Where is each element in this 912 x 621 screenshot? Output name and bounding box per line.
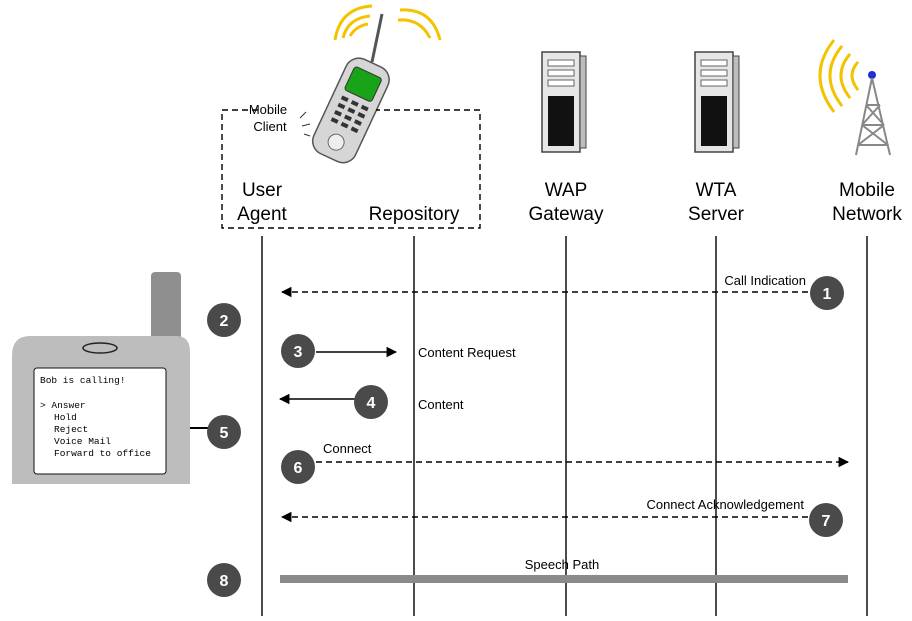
phone-device-icon: Bob is calling! > Answer Hold Reject Voi… [12, 272, 190, 484]
label-content: Content [418, 397, 464, 412]
device-screen [33, 367, 167, 475]
screen-option: Reject [54, 424, 88, 435]
lane-header-mobile-network: Mobile Network [832, 180, 902, 225]
step-badge-6: 6 [281, 450, 315, 484]
lane-header-repository: Repository [369, 204, 460, 225]
step-badge-4: 4 [354, 385, 388, 419]
lane-title-line2: Network [832, 204, 902, 225]
lane-title-line1: WTA [696, 180, 737, 201]
server-tower-icon [541, 51, 587, 153]
step-badge-3: 3 [281, 334, 315, 368]
step-badge-2: 2 [207, 303, 241, 337]
lane-title-line1: User [242, 180, 283, 201]
speech-path-bar [280, 575, 848, 583]
screen-title: Bob is calling! [40, 375, 126, 386]
step-number: 1 [823, 286, 832, 303]
step-number: 4 [367, 395, 376, 412]
screen-option: Voice Mail [54, 436, 111, 447]
lane-title-line2: Agent [237, 204, 287, 225]
lane-title-line2: Server [688, 204, 745, 225]
mobile-client-label-line1: Mobile [249, 102, 287, 117]
step-number: 6 [294, 460, 303, 477]
lane-title-line1: Mobile [839, 180, 895, 201]
screen-option: Forward to office [54, 448, 151, 459]
step-number: 3 [294, 344, 303, 361]
step-badge-5: 5 [207, 415, 241, 449]
lane-header-wta-server: WTA Server [688, 180, 745, 225]
lane-title-line1: WAP [545, 180, 588, 201]
lane-title-line2: Repository [369, 204, 460, 225]
mobile-client-label-line2: Client [253, 119, 287, 134]
lane-title-line2: Gateway [529, 204, 604, 225]
step-number: 7 [822, 513, 831, 530]
step-number: 2 [220, 313, 229, 330]
step-number: 8 [220, 573, 229, 590]
screen-option: > Answer [40, 400, 86, 411]
step-badge-7: 7 [809, 503, 843, 537]
mobile-client-group-border [221, 109, 481, 229]
step-badge-8: 8 [207, 563, 241, 597]
label-content-request: Content Request [418, 345, 516, 360]
mobile-phone-icon [299, 4, 442, 164]
radio-tower-icon [818, 39, 891, 156]
step-number: 5 [220, 425, 229, 442]
server-tower-icon [694, 51, 740, 153]
label-speech-path: Speech Path [525, 557, 599, 572]
label-connect-acknowledgement: Connect Acknowledgement [646, 497, 804, 512]
step-badge-1: 1 [810, 276, 844, 310]
label-connect: Connect [323, 441, 372, 456]
lane-header-wap-gateway: WAP Gateway [529, 180, 604, 225]
label-call-indication: Call Indication [724, 273, 806, 288]
screen-option: Hold [54, 412, 77, 423]
lane-header-user-agent: User Agent [237, 180, 287, 225]
